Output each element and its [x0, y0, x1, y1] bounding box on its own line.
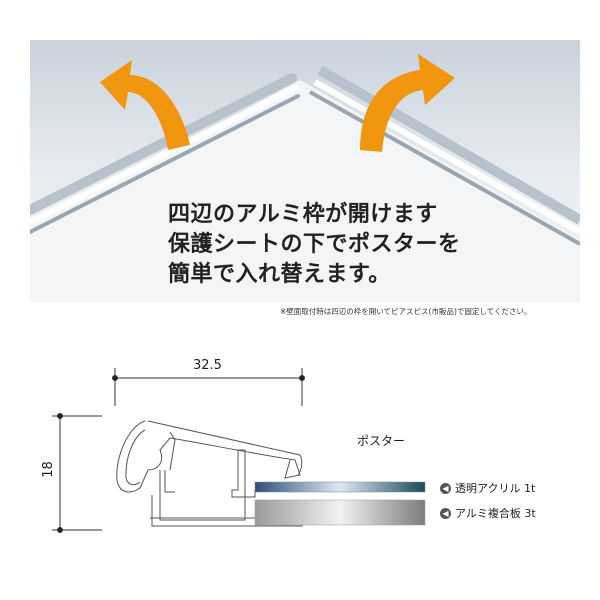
- right-arrow-icon: [360, 54, 455, 152]
- acrylic-layer: [254, 481, 426, 493]
- legend-aluminum-label: アルミ複合板 3t: [455, 507, 536, 520]
- right-frame-rail: [309, 65, 580, 246]
- arrow-left-icon: ◀: [440, 507, 451, 519]
- headline-line-1: 四辺のアルミ枠が開けます: [168, 202, 438, 227]
- width-dimension: [112, 368, 305, 406]
- aluminum-profile: [116, 420, 303, 527]
- left-frame-rail: [30, 73, 300, 234]
- product-photo: [30, 40, 580, 302]
- mounting-note: ※壁面取付時は四辺の枠を開いてピアスピス(市販品)で固定してください。: [280, 307, 532, 316]
- legend-aluminum: ◀ アルミ複合板 3t: [440, 505, 536, 521]
- frame-cross-section: [52, 368, 426, 533]
- arrow-left-icon: ◀: [440, 482, 451, 494]
- width-dimension-label: 32.5: [193, 358, 222, 373]
- aluminum-composite-layer: [254, 499, 426, 526]
- headline-line-2: 保護シートの下でポスターを: [168, 232, 461, 257]
- headline-line-3: 簡単で入れ替えます。: [168, 262, 391, 287]
- height-dimension: [52, 413, 102, 533]
- left-arrow-icon: [100, 60, 190, 150]
- poster-label: ポスター: [357, 434, 406, 448]
- height-dimension-label: 18: [40, 461, 56, 478]
- legend-acrylic: ◀ 透明アクリル 1t: [440, 480, 535, 496]
- legend-acrylic-label: 透明アクリル 1t: [455, 482, 536, 495]
